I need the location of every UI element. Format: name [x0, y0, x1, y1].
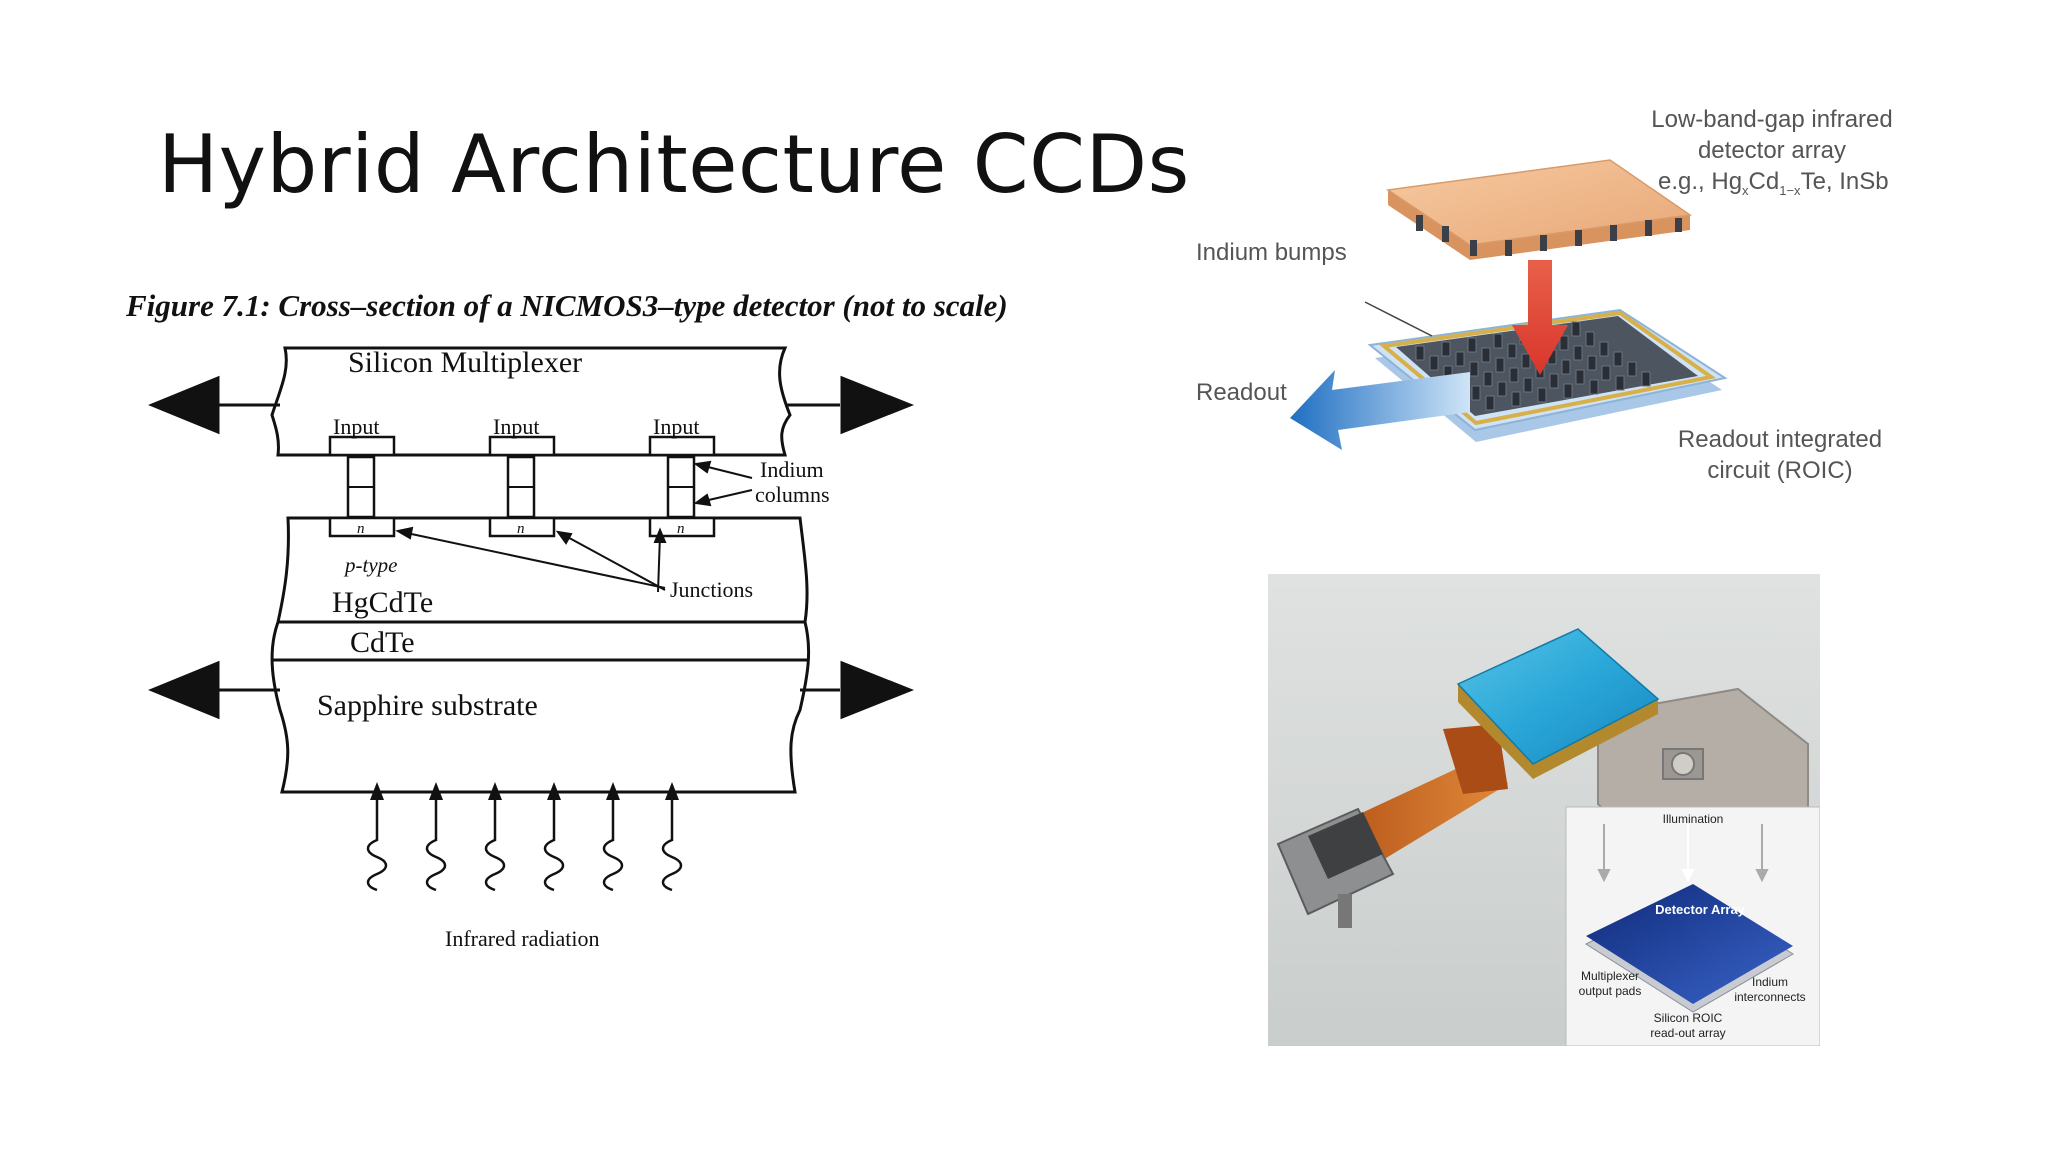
- figure-caption: Figure 7.1: Cross–section of a NICMOS3–t…: [126, 288, 1008, 323]
- n-pad: [488, 516, 556, 538]
- side-arrows: [148, 375, 915, 720]
- inset-mux-pads-label: output pads: [1579, 984, 1642, 998]
- readout-label: Readout: [1196, 379, 1287, 406]
- input-pad: [648, 435, 716, 457]
- connector-screw: [1338, 894, 1352, 928]
- n-label: n: [357, 521, 365, 537]
- inset-silicon-roic-label: Silicon ROIC: [1654, 1011, 1723, 1025]
- indium-bumps-label: Indium bumps: [1196, 239, 1347, 266]
- inset-detector-array-label: Detector Array: [1655, 902, 1746, 917]
- indium-columns-label: Indium: [760, 457, 824, 482]
- indium-columns-label: columns: [755, 482, 830, 507]
- input-pad: [488, 435, 556, 457]
- infrared-label: Infrared radiation: [445, 926, 600, 951]
- input-label: Input: [493, 414, 539, 439]
- mount-screw-head: [1671, 752, 1695, 776]
- slide-title: Hybrid Architecture CCDs: [158, 118, 1190, 211]
- detector-photo: Illumination Detector Array Multiplexer …: [1268, 574, 1820, 1046]
- inset-mux-pads-label: Multiplexer: [1581, 969, 1639, 983]
- roic-label: Readout integrated: [1678, 426, 1882, 453]
- readout-arrow: [1290, 370, 1470, 450]
- detector-chip-mirror: [1456, 628, 1660, 765]
- inset-indium-interconnects-label: Indium: [1752, 975, 1788, 989]
- input-label: Input: [653, 414, 699, 439]
- p-type-label: p-type: [343, 553, 397, 577]
- indium-bumps-leader: [1364, 301, 1433, 337]
- cdte-label: CdTe: [350, 626, 415, 659]
- n-label: n: [677, 521, 685, 537]
- connector-body: [1308, 812, 1383, 879]
- inset-illumination-label: Illumination: [1663, 812, 1724, 826]
- n-pad: [648, 516, 716, 538]
- junctions-label: Junctions: [670, 577, 753, 602]
- inset-detector-array: [1586, 884, 1793, 1004]
- n-pad: [328, 516, 396, 538]
- inset-silicon-roic-label: read-out array: [1650, 1026, 1725, 1040]
- detector-label: detector array: [1698, 137, 1846, 164]
- roic-label: circuit (ROIC): [1707, 457, 1852, 484]
- nicmos-cross-section-diagram: Silicon Multiplexer Input Input Input n …: [148, 346, 915, 951]
- detector-material-label: e.g., HgxCd1−xTe, InSb: [1658, 168, 1889, 198]
- multiplexer-slab: [270, 346, 792, 457]
- n-label: n: [517, 521, 525, 537]
- inset-indium-interconnects-label: interconnects: [1734, 990, 1805, 1004]
- input-pad: [328, 435, 396, 457]
- flex-cable-tail: [1443, 724, 1508, 794]
- hybrid-detector-diagram: Low-band-gap infrared detector array e.g…: [1196, 106, 1893, 484]
- bonding-arrow: [1512, 260, 1568, 375]
- input-label: Input: [333, 414, 379, 439]
- infrared-wave-arrows: [366, 792, 683, 892]
- sapphire-label: Sapphire substrate: [317, 689, 538, 722]
- multiplexer-label: Silicon Multiplexer: [348, 346, 582, 379]
- chip-bumps: [1416, 215, 1682, 256]
- hgcdte-label: HgCdTe: [332, 586, 433, 619]
- detector-label: Low-band-gap infrared: [1651, 106, 1893, 133]
